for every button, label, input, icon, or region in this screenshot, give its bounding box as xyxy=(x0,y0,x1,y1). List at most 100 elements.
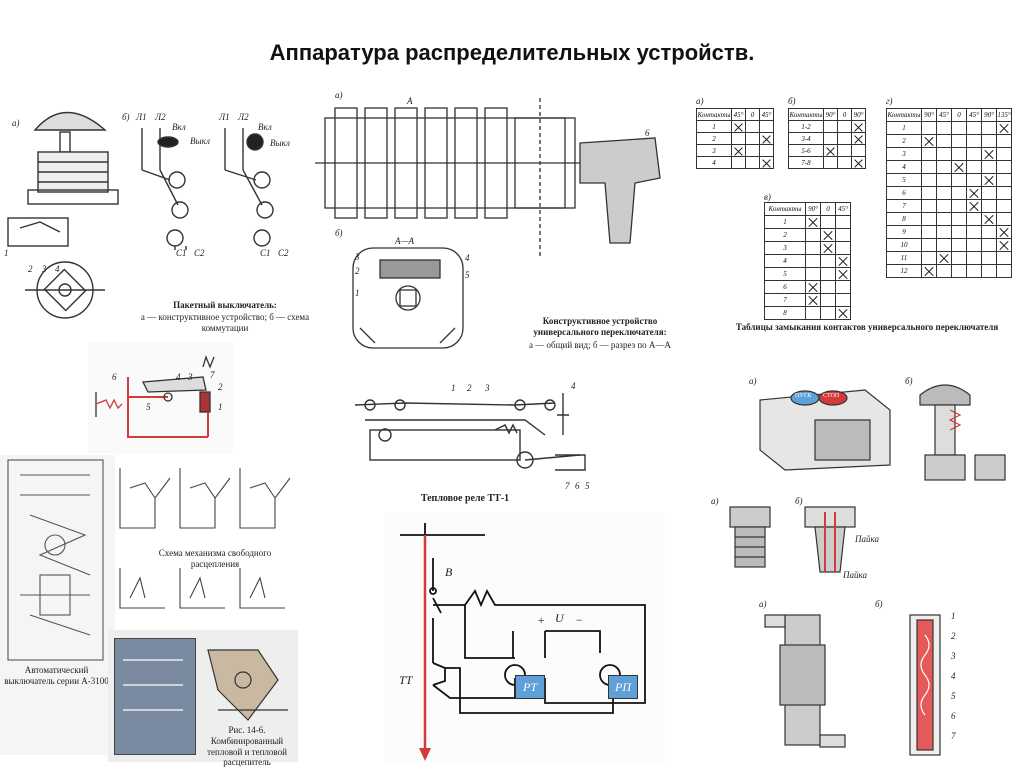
open-contact-cell xyxy=(936,160,952,174)
combined-release-caption: Рис. 14-6. Комбинированный тепловой и те… xyxy=(207,725,287,768)
thermal-relay-drawing xyxy=(354,393,586,471)
closed-contact-mark xyxy=(851,156,866,169)
table-row: 1-2 xyxy=(788,120,866,133)
label-num: 6 xyxy=(645,128,650,138)
open-contact-cell xyxy=(835,215,851,229)
open-contact-cell xyxy=(921,199,937,213)
contact-number-cell: 5 xyxy=(886,173,922,187)
contact-number-cell: 6 xyxy=(886,186,922,200)
open-contact-cell xyxy=(966,212,982,226)
table-row: 5-6 xyxy=(788,144,866,157)
label-on: Вкл xyxy=(258,122,272,132)
open-contact-cell xyxy=(951,251,967,265)
open-contact-cell xyxy=(731,132,746,145)
open-contact-cell xyxy=(820,306,836,320)
table-row: 3 xyxy=(764,241,851,255)
release-scheme-drawing xyxy=(119,468,291,609)
open-contact-cell xyxy=(835,228,851,242)
relay-circuit-figure: РТ РП В ТТ U + − xyxy=(385,513,665,763)
open-contact-cell xyxy=(951,225,967,239)
closed-contact-mark xyxy=(996,238,1012,252)
label-num: 3 xyxy=(485,383,490,393)
closed-contact-mark xyxy=(759,132,774,145)
label-num: 1 xyxy=(951,611,956,621)
button-post-drawing xyxy=(759,384,1006,481)
relay-circuit-drawing xyxy=(400,523,646,761)
table-header-cell: 90° xyxy=(805,202,821,216)
open-contact-cell xyxy=(745,156,760,169)
contact-number-cell: 1 xyxy=(886,121,922,135)
label-num: 7 xyxy=(565,481,570,491)
closed-contact-mark xyxy=(921,134,937,148)
open-contact-cell xyxy=(759,120,774,133)
table-row: 4 xyxy=(696,156,774,169)
closed-contact-mark xyxy=(981,173,997,187)
table-header-cell: 45° xyxy=(966,108,982,122)
caption-title: Конструктивное устройство универсального… xyxy=(533,316,667,337)
open-contact-cell xyxy=(996,212,1012,226)
contact-number-cell: 4 xyxy=(886,160,922,174)
contact-number-cell: 2 xyxy=(696,132,732,145)
closed-contact-mark xyxy=(951,160,967,174)
open-contact-cell xyxy=(951,212,967,226)
label-b: б) xyxy=(875,599,883,609)
open-contact-cell xyxy=(936,225,952,239)
open-contact-cell xyxy=(820,280,836,294)
label-a: а) xyxy=(759,599,767,609)
open-contact-cell xyxy=(936,134,952,148)
closed-contact-mark xyxy=(823,144,838,157)
table-row: 3 xyxy=(696,144,774,157)
label-c1: С1 xyxy=(176,248,187,258)
label-num: 1 xyxy=(218,402,223,412)
open-contact-cell xyxy=(966,121,982,135)
label-a: а) xyxy=(335,90,343,100)
table-row: 8 xyxy=(886,212,1012,226)
open-contact-cell xyxy=(996,251,1012,265)
table-row: 6 xyxy=(764,280,851,294)
label-a: а) xyxy=(12,118,20,128)
label-section: А—А xyxy=(395,236,414,246)
table-row: 7-8 xyxy=(788,156,866,169)
open-contact-cell xyxy=(921,251,937,265)
closed-contact-mark xyxy=(851,120,866,133)
fuse-plug-drawing xyxy=(729,506,856,573)
open-contact-cell xyxy=(837,144,852,157)
open-contact-cell xyxy=(951,121,967,135)
contact-number-cell: 11 xyxy=(886,251,922,265)
label-paika: Пайка xyxy=(855,534,879,544)
open-contact-cell xyxy=(981,134,997,148)
open-contact-cell xyxy=(921,147,937,161)
relay-rt-box: РТ xyxy=(515,675,545,699)
label-off: Выкл xyxy=(270,138,290,148)
universal-switch-drawing xyxy=(315,98,661,349)
table-row: 2 xyxy=(886,134,1012,148)
open-contact-cell xyxy=(981,160,997,174)
table-header-cell: Контакты xyxy=(696,108,732,121)
open-contact-cell xyxy=(820,267,836,281)
label-num: 1 xyxy=(451,383,456,393)
open-contact-cell xyxy=(745,132,760,145)
automatic-breaker-drawing xyxy=(7,459,104,661)
label-a: а) xyxy=(711,496,719,506)
label-b: б) xyxy=(905,376,913,386)
table-row: 3 xyxy=(886,147,1012,161)
open-contact-cell xyxy=(966,251,982,265)
label-l2: Л2 xyxy=(238,112,249,122)
table-header-cell: 45° xyxy=(759,108,774,121)
contact-number-cell: 5-6 xyxy=(788,144,824,157)
label-b: б) xyxy=(122,112,130,122)
label-num: 3 xyxy=(951,651,956,661)
open-contact-cell xyxy=(981,238,997,252)
table-row: 9 xyxy=(886,225,1012,239)
open-contact-cell xyxy=(981,251,997,265)
open-contact-cell xyxy=(921,121,937,135)
contact-tables-caption: Таблицы замыкания контактов универсально… xyxy=(735,322,999,332)
label-num: 6 xyxy=(112,372,117,382)
closed-contact-mark xyxy=(996,121,1012,135)
closed-contact-mark xyxy=(851,132,866,145)
contact-number-cell: 3-4 xyxy=(788,132,824,145)
label-num: 5 xyxy=(465,270,470,280)
open-contact-cell xyxy=(921,173,937,187)
open-contact-cell xyxy=(996,186,1012,200)
